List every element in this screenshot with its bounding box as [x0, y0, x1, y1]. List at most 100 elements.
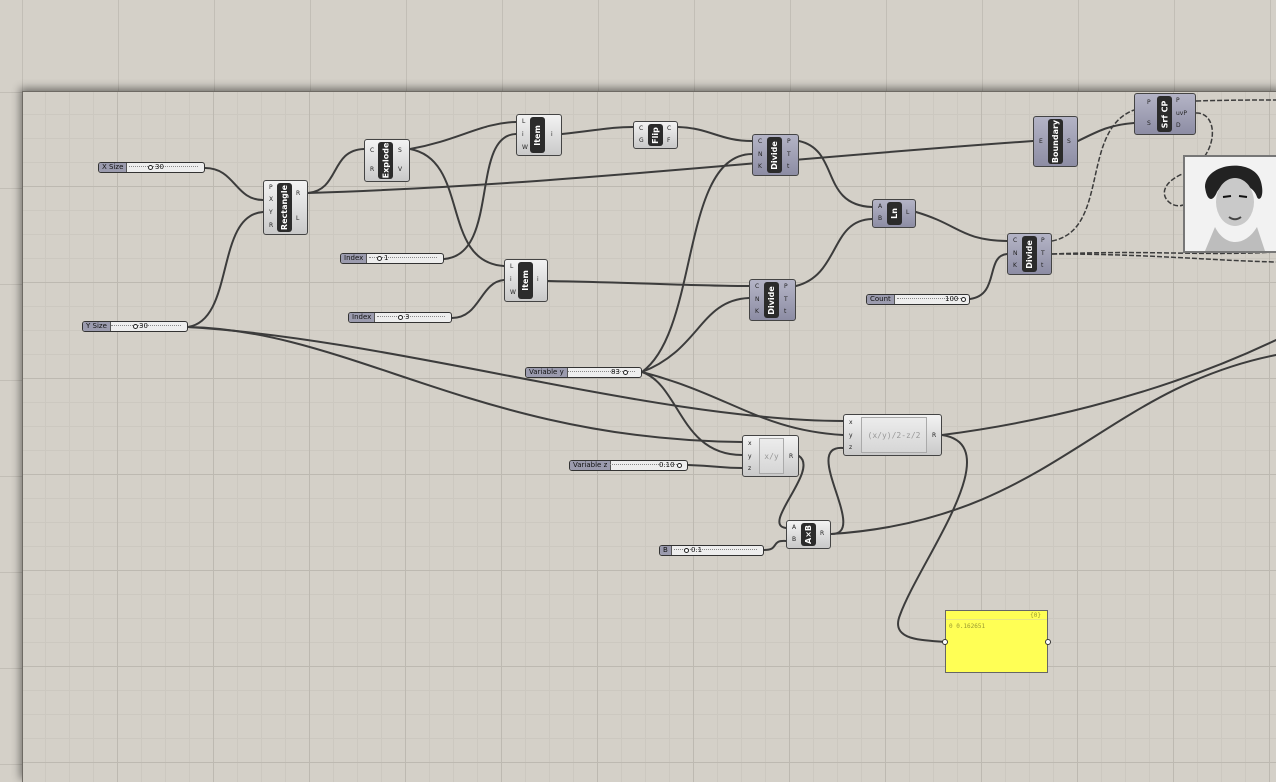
- input-pin[interactable]: C: [755, 283, 760, 290]
- output-pin[interactable]: R: [932, 432, 937, 439]
- index-1-slider[interactable]: Index 1: [340, 253, 444, 264]
- input-pin[interactable]: R: [269, 222, 274, 229]
- input-pin[interactable]: B: [878, 215, 883, 222]
- variable-y-slider[interactable]: Variable y 83: [525, 367, 642, 378]
- input-pin[interactable]: N: [755, 296, 760, 303]
- input-pin[interactable]: G: [639, 137, 644, 144]
- output-pin[interactable]: R: [789, 453, 794, 460]
- input-pin[interactable]: x: [849, 419, 853, 426]
- divide-curve-component-right[interactable]: Divide C N K P T t: [1007, 233, 1052, 275]
- input-pin[interactable]: i: [522, 131, 524, 138]
- input-pin[interactable]: L: [510, 263, 514, 270]
- slider-knob[interactable]: [961, 297, 966, 302]
- input-pin[interactable]: K: [758, 163, 762, 170]
- input-pin[interactable]: S: [1147, 120, 1151, 127]
- slider-knob[interactable]: [377, 256, 382, 261]
- input-pin[interactable]: E: [1039, 138, 1043, 145]
- input-pin[interactable]: N: [758, 151, 763, 158]
- input-pin[interactable]: x: [748, 440, 752, 447]
- input-pin[interactable]: X: [269, 196, 274, 203]
- input-pin[interactable]: y: [849, 432, 853, 439]
- input-pin[interactable]: N: [1013, 250, 1018, 257]
- panel-input-port[interactable]: [942, 639, 948, 645]
- slider-knob[interactable]: [677, 463, 682, 468]
- boundary-surface-component[interactable]: Boundary E S: [1033, 116, 1078, 167]
- rectangle-component[interactable]: Rectangle P X Y R R L: [263, 180, 308, 235]
- slider-knob[interactable]: [684, 548, 689, 553]
- output-pin[interactable]: t: [784, 308, 787, 315]
- output-panel[interactable]: {0} 0 0.162651: [942, 610, 1051, 673]
- list-item-component-mid[interactable]: Item L i W i: [504, 259, 548, 302]
- surface-closest-point-component[interactable]: Srf CP P S P uvP D: [1134, 93, 1196, 135]
- input-pin[interactable]: z: [849, 444, 853, 451]
- variable-z-slider[interactable]: Variable z 0.10: [569, 460, 688, 471]
- slider-value: 0.10: [659, 461, 675, 469]
- input-pin[interactable]: A: [792, 524, 797, 531]
- slider-knob[interactable]: [133, 324, 138, 329]
- output-pin[interactable]: L: [296, 215, 300, 222]
- output-pin[interactable]: i: [537, 276, 539, 283]
- slider-knob[interactable]: [623, 370, 628, 375]
- explode-component[interactable]: Explode C R S V: [364, 139, 410, 182]
- output-pin[interactable]: P: [787, 138, 791, 145]
- panel-output-port[interactable]: [1045, 639, 1051, 645]
- output-pin[interactable]: F: [667, 137, 671, 144]
- input-pin[interactable]: C: [1013, 237, 1018, 244]
- output-pin[interactable]: C: [667, 125, 672, 132]
- output-pin[interactable]: P: [1176, 97, 1180, 104]
- input-pin[interactable]: B: [792, 536, 797, 543]
- input-pin[interactable]: L: [522, 118, 526, 125]
- definition-canvas[interactable]: [22, 91, 1276, 782]
- x-size-slider[interactable]: X Size 30: [98, 162, 205, 173]
- divide-curve-component-mid[interactable]: Divide C N K P T t: [749, 279, 796, 321]
- input-pin[interactable]: P: [1147, 99, 1151, 106]
- output-pin[interactable]: T: [784, 296, 788, 303]
- multiplication-component[interactable]: A×B A B R: [786, 520, 831, 549]
- output-pin[interactable]: P: [784, 283, 788, 290]
- output-pin[interactable]: V: [398, 166, 403, 173]
- input-pin[interactable]: C: [758, 138, 763, 145]
- input-pin[interactable]: C: [370, 147, 375, 154]
- input-pin[interactable]: W: [522, 144, 528, 151]
- input-pin[interactable]: C: [639, 125, 644, 132]
- line-component[interactable]: Ln A B L: [872, 199, 916, 228]
- flip-component[interactable]: Flip C G C F: [633, 121, 678, 149]
- output-pin[interactable]: S: [1067, 138, 1071, 145]
- output-pin[interactable]: uvP: [1176, 110, 1187, 117]
- output-pin[interactable]: L: [906, 209, 910, 216]
- output-pin[interactable]: i: [551, 131, 553, 138]
- component-title: Item: [533, 124, 542, 146]
- slider-label: Index: [341, 254, 368, 263]
- b-slider[interactable]: B 0.1: [659, 545, 764, 556]
- output-pin[interactable]: t: [787, 163, 790, 170]
- input-pin[interactable]: A: [878, 203, 883, 210]
- expression-component-xy[interactable]: x/y x y z R: [742, 435, 799, 477]
- output-pin[interactable]: T: [787, 151, 791, 158]
- input-pin[interactable]: K: [1013, 262, 1017, 269]
- slider-knob[interactable]: [148, 165, 153, 170]
- output-pin[interactable]: P: [1041, 237, 1045, 244]
- divide-curve-component-top[interactable]: Divide C N K P T t: [752, 134, 799, 176]
- input-pin[interactable]: z: [748, 465, 752, 472]
- input-pin[interactable]: y: [748, 453, 752, 460]
- expression-component-xyz[interactable]: (x/y)/2-z/2 x y z R: [843, 414, 942, 456]
- output-pin[interactable]: S: [398, 147, 402, 154]
- slider-knob[interactable]: [398, 315, 403, 320]
- panel-content: 0 0.162651: [949, 623, 986, 630]
- input-pin[interactable]: Y: [269, 209, 273, 216]
- input-pin[interactable]: P: [269, 184, 273, 191]
- input-pin[interactable]: K: [755, 308, 759, 315]
- y-size-slider[interactable]: Y Size 30: [82, 321, 188, 332]
- output-pin[interactable]: R: [820, 530, 825, 537]
- input-pin[interactable]: W: [510, 289, 516, 296]
- input-pin[interactable]: R: [370, 166, 375, 173]
- count-slider[interactable]: Count 100: [866, 294, 970, 305]
- output-pin[interactable]: t: [1041, 262, 1044, 269]
- output-pin[interactable]: T: [1041, 250, 1045, 257]
- output-pin[interactable]: D: [1176, 122, 1181, 129]
- index-3-slider[interactable]: Index 3: [348, 312, 452, 323]
- slider-value: 3: [405, 313, 410, 321]
- output-pin[interactable]: R: [296, 190, 301, 197]
- input-pin[interactable]: i: [510, 276, 512, 283]
- list-item-component-top[interactable]: Item L i W i: [516, 114, 562, 156]
